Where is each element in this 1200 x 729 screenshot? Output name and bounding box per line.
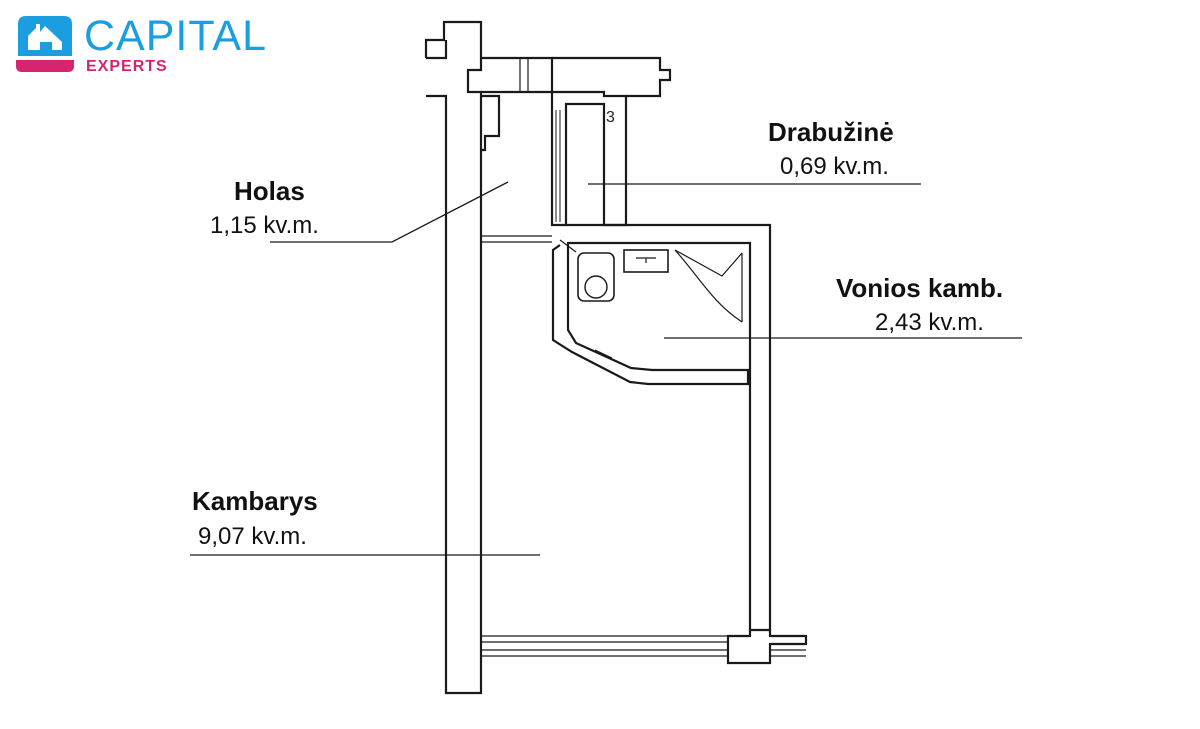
closet-door: [555, 110, 561, 222]
right-wall: [726, 630, 808, 665]
sink: [623, 249, 669, 273]
room-name-drabuzine: Drabužinė: [768, 117, 894, 147]
top-right-wall: [552, 56, 672, 98]
top-door: [519, 58, 529, 92]
shower: [674, 249, 743, 323]
left-wall: [424, 20, 483, 695]
toilet-tank: [577, 252, 615, 302]
door-number: 3: [606, 109, 615, 126]
room-name-kambarys: Kambarys: [192, 486, 318, 516]
logo-brand: CAPITAL: [84, 12, 268, 60]
room-area-drabuzine: 0,69 kv.m.: [780, 153, 889, 180]
toilet-bowl: [584, 275, 608, 299]
room-name-holas: Holas: [234, 176, 305, 206]
room-name-vonios: Vonios kamb.: [836, 273, 1004, 303]
logo: CAPITAL EXPERTS: [14, 12, 284, 76]
left-wall-upper: [426, 40, 448, 60]
room-area-holas: 1,15 kv.m.: [210, 212, 319, 239]
house-logo-icon: [16, 16, 74, 72]
bathroom-wall: [551, 223, 772, 632]
leader-holas: [270, 181, 509, 243]
top-wall: [481, 56, 554, 94]
bathroom-door: [559, 239, 613, 359]
window: [481, 635, 806, 657]
logo-sub: EXPERTS: [86, 58, 168, 75]
hall-wall: [481, 94, 501, 152]
hall-door: [481, 235, 552, 243]
room-area-kambarys: 9,07 kv.m.: [198, 523, 307, 550]
room-area-vonios: 2,43 kv.m.: [875, 309, 984, 336]
